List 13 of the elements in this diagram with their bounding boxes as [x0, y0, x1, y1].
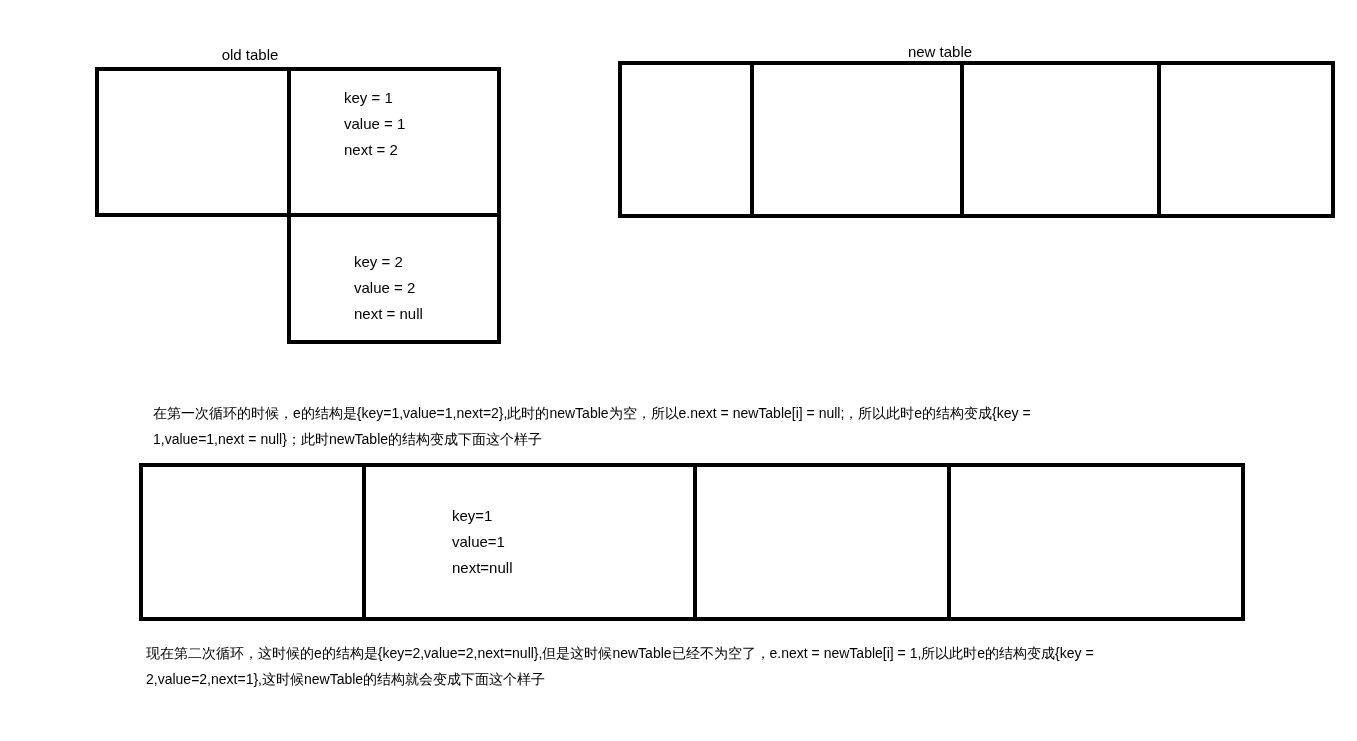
- table-title: new table: [906, 42, 974, 62]
- field-text: value = 1: [344, 114, 406, 134]
- field-text: next = null: [354, 304, 423, 324]
- explanation-text: 现在第二次循环，这时候的e的结构是{key=2,value=2,next=null},但是这时候newTable已经不为空了，e.next = newTable[i] = 1,所以此时e的结构变成{key = 2,value=2,next=1},这时候newTable的结构就会变成下面这个样子: [146, 644, 1095, 689]
- field-text: key = 2: [354, 252, 403, 272]
- field-text: key = 1: [344, 88, 393, 108]
- field-text: key=1: [452, 506, 493, 526]
- field-text: next=null: [452, 558, 513, 578]
- explanation-text: 在第一次循环的时候，e的结构是{key=1,value=1,next=2},此时的newTable为空，所以e.next = newTable[i] = null;，所以此时e的结构变成{key = 1,value=1,next = null}；此时newTable的结构变成下面这个样子: [153, 404, 1032, 449]
- field-text: next = 2: [344, 140, 398, 160]
- field-text: value = 2: [354, 278, 416, 298]
- field-text: value=1: [452, 532, 505, 552]
- table-title: old table: [220, 45, 280, 65]
